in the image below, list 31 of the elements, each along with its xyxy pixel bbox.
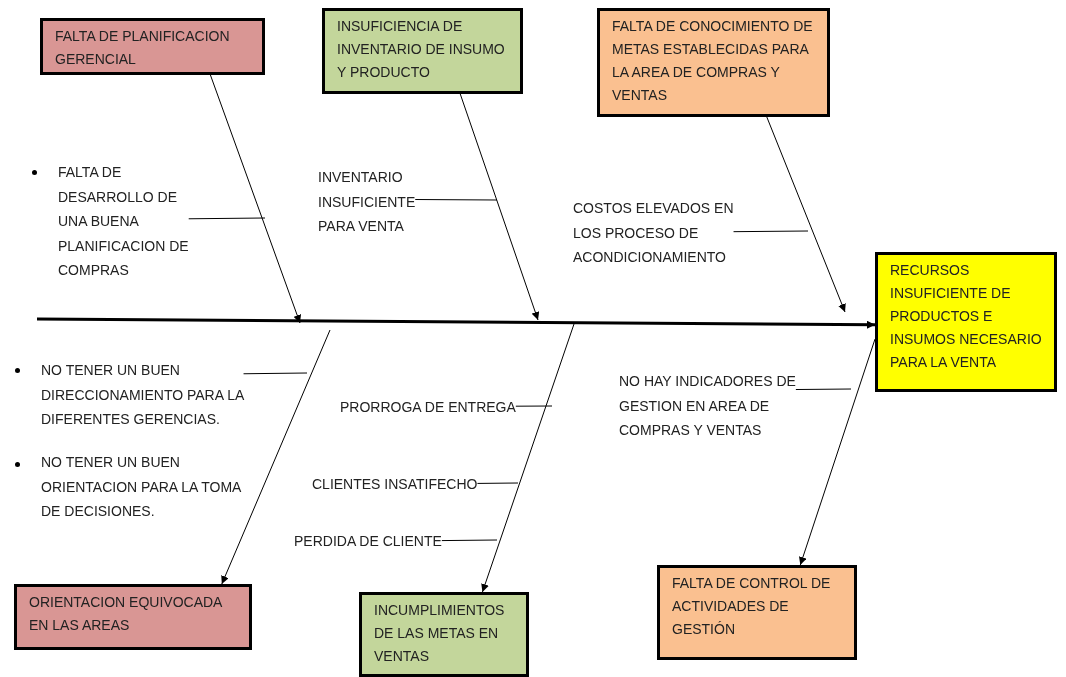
cause-text: CLIENTES INSATIFECHO <box>312 476 478 492</box>
arrow <box>799 338 876 566</box>
cause-text: NO TENER UN BUEN DIRECCIONAMIENTO PARA LA DIFERENTES GERENCIAS. <box>41 362 244 427</box>
cause-box: INCUMPLIMIENTOS DE LAS METAS EN VENTAS <box>359 592 529 677</box>
arrow <box>459 93 540 321</box>
arrow <box>209 74 302 324</box>
leader-line <box>795 388 852 390</box>
cause-box: ORIENTACION EQUIVOCADA EN LAS AREAS <box>14 584 252 650</box>
cause-box: FALTA DE PLANIFICACION GERENCIAL <box>40 18 265 75</box>
cause-text: FALTA DE DESARROLLO DE UNA BUENA PLANIFICACION DE COMPRAS <box>58 164 189 278</box>
arrow <box>766 116 846 313</box>
leader-line <box>476 482 519 484</box>
leader-line <box>515 405 553 407</box>
cause-text: NO TENER UN BUEN ORIENTACION PARA LA TOMA DE DECISIONES. <box>41 453 242 521</box>
leader-line <box>414 199 498 201</box>
cause-box: FALTA DE CONTROL DE ACTIVIDADES DE GESTIÓN <box>657 565 857 660</box>
arrow <box>221 329 331 585</box>
arrow <box>37 317 875 329</box>
cause-text: NO HAY INDICADORES DE GESTION EN AREA DE COMPRAS Y VENTAS <box>619 373 796 438</box>
cause-text: PERDIDA DE CLIENTE <box>294 533 442 549</box>
leader-line <box>441 539 498 542</box>
cause-box: RECURSOS INSUFICIENTE DE PRODUCTOS E INSUMOS NECESARIO PARA LA VENTA <box>875 252 1057 392</box>
arrow <box>481 323 575 593</box>
cause-box: INSUFICIENCIA DE INVENTARIO DE INSUMO Y PRODUCTO <box>322 8 523 94</box>
leader-line <box>243 372 308 375</box>
cause-box: FALTA DE CONOCIMIENTO DE METAS ESTABLECIDAS PARA LA AREA DE COMPRAS Y VENTAS <box>597 8 830 117</box>
cause-text: PRORROGA DE ENTREGA <box>340 399 516 415</box>
leader-line <box>188 217 266 220</box>
cause-text: COSTOS ELEVADOS EN LOS PROCESO DE ACONDICIONAMIENTO <box>573 200 734 265</box>
cause-text: INVENTARIO INSUFICIENTE PARA VENTA <box>318 169 416 234</box>
leader-line <box>733 230 809 233</box>
